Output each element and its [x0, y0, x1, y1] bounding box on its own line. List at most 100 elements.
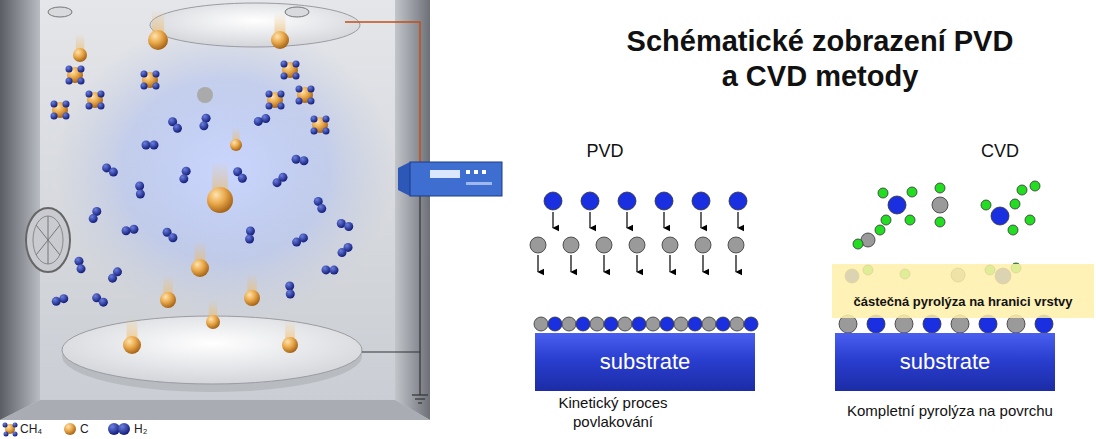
hydrogen-atom	[337, 248, 346, 257]
hydrogen-atom	[286, 289, 295, 298]
legend-label: CH₄	[20, 421, 42, 437]
label: Kinetický proces povlakování	[523, 393, 703, 431]
hydrogen-atom	[109, 168, 118, 177]
hydrogen-atom	[238, 174, 247, 183]
deposition-arrow	[537, 255, 538, 272]
metal-atom	[618, 192, 636, 210]
hydrogen-atom	[299, 156, 308, 165]
methane-hydrogen	[323, 116, 330, 123]
hydrogen-atom	[245, 234, 254, 243]
deposited-layer-atom	[576, 317, 590, 331]
hydrogen-atom	[168, 233, 177, 242]
precursor-atom	[932, 197, 948, 213]
methane-hydrogen	[266, 103, 273, 110]
carbon-atom	[73, 48, 87, 62]
deposited-layer-atom	[604, 317, 618, 331]
power-supply	[398, 162, 502, 196]
hydrogen-atom	[52, 297, 61, 306]
metal-atom	[581, 192, 599, 210]
hydrogen-atom	[317, 204, 326, 213]
carbon-atom	[160, 292, 176, 308]
precursor-atom	[888, 196, 906, 214]
methane-hydrogen	[311, 116, 318, 123]
hydrogen-atom	[273, 178, 282, 187]
hydrogen-atom	[254, 117, 263, 126]
methane-hydrogen	[153, 71, 160, 78]
methane-hydrogen	[63, 113, 70, 120]
band-label: částečná pyrolýza na hranici vrstvy	[854, 294, 1073, 309]
deposition-arrow	[603, 255, 604, 272]
ligand-atom	[907, 187, 917, 197]
metal-atom	[544, 192, 562, 210]
hydrogen-atom	[173, 124, 182, 133]
carbon-atom	[244, 290, 260, 306]
metal-atom	[655, 192, 673, 210]
methane-hydrogen	[296, 98, 303, 105]
carbon-atom	[148, 30, 168, 50]
methane-hydrogen	[153, 83, 160, 90]
hydrogen-atom	[150, 141, 159, 150]
methane-hydrogen	[63, 101, 70, 108]
substrate-box: substrate	[535, 333, 755, 391]
carbon-atom	[207, 187, 233, 213]
hydrogen-atom	[329, 266, 338, 275]
carbon-atom	[271, 31, 289, 49]
methane-hydrogen	[66, 66, 73, 73]
ligand-atom	[881, 215, 891, 225]
hydrogen-atom	[202, 114, 211, 123]
deposition-arrow	[700, 212, 701, 228]
hydrogen-atom	[199, 121, 208, 130]
particle	[197, 87, 213, 103]
methane-hydrogen	[293, 73, 300, 80]
ligand-atom	[905, 215, 915, 225]
ligand-atom	[853, 239, 863, 249]
gas-atom	[728, 237, 744, 253]
hydrogen-atom	[246, 227, 255, 236]
methane-hydrogen	[86, 91, 93, 98]
deposited-layer-atom	[716, 317, 730, 331]
chamber-back	[0, 0, 430, 420]
hydrogen-atom	[285, 282, 294, 291]
ligand-atom	[1025, 215, 1035, 225]
methane-hydrogen	[86, 103, 93, 110]
hydrogen-atom	[77, 264, 86, 273]
carbon-atom	[282, 337, 298, 353]
deposited-layer-atom	[688, 317, 702, 331]
label: CVD	[950, 140, 1050, 162]
hydrogen-atom	[179, 174, 188, 183]
methane-hydrogen	[141, 71, 148, 78]
methane-hydrogen	[323, 128, 330, 135]
chamber-right-wall	[395, 0, 430, 420]
hydrogen-atom	[135, 182, 144, 191]
deposition-arrow	[636, 255, 637, 272]
deposition-arrow	[737, 212, 738, 228]
deposition-arrow	[669, 255, 670, 272]
methane-hydrogen	[141, 83, 148, 90]
hydrogen-atom	[322, 265, 331, 274]
hydrogen-atom	[292, 155, 301, 164]
methane-hydrogen	[51, 113, 58, 120]
deposited-layer-atom	[632, 317, 646, 331]
deposited-layer-atom	[744, 317, 758, 331]
bottom-electrode	[62, 316, 362, 384]
title: Schématické zobrazení PVD a CVD metody	[620, 24, 1020, 94]
deposited-layer-atom	[660, 317, 674, 331]
electrode-wire	[362, 351, 420, 352]
reaction-zone-band: částečná pyrolýza na hranici vrstvy	[832, 264, 1094, 318]
methane-hydrogen	[281, 61, 288, 68]
ligand-atom	[981, 200, 991, 210]
ligand-atom	[1030, 181, 1040, 191]
deposited-layer-atom	[548, 317, 562, 331]
hydrogen-atom	[136, 189, 145, 198]
gas-atom	[662, 237, 678, 253]
ligand-atom	[878, 188, 888, 198]
hydrogen-atom	[292, 238, 301, 247]
methane-hydrogen	[293, 61, 300, 68]
ligand-atom	[1017, 185, 1027, 195]
methane-hydrogen	[278, 91, 285, 98]
methane-hydrogen	[281, 73, 288, 80]
carbon-atom	[206, 315, 220, 329]
ligand-atom	[1008, 225, 1018, 235]
hydrogen-atom	[344, 222, 353, 231]
hydrogen-atom	[99, 298, 108, 307]
